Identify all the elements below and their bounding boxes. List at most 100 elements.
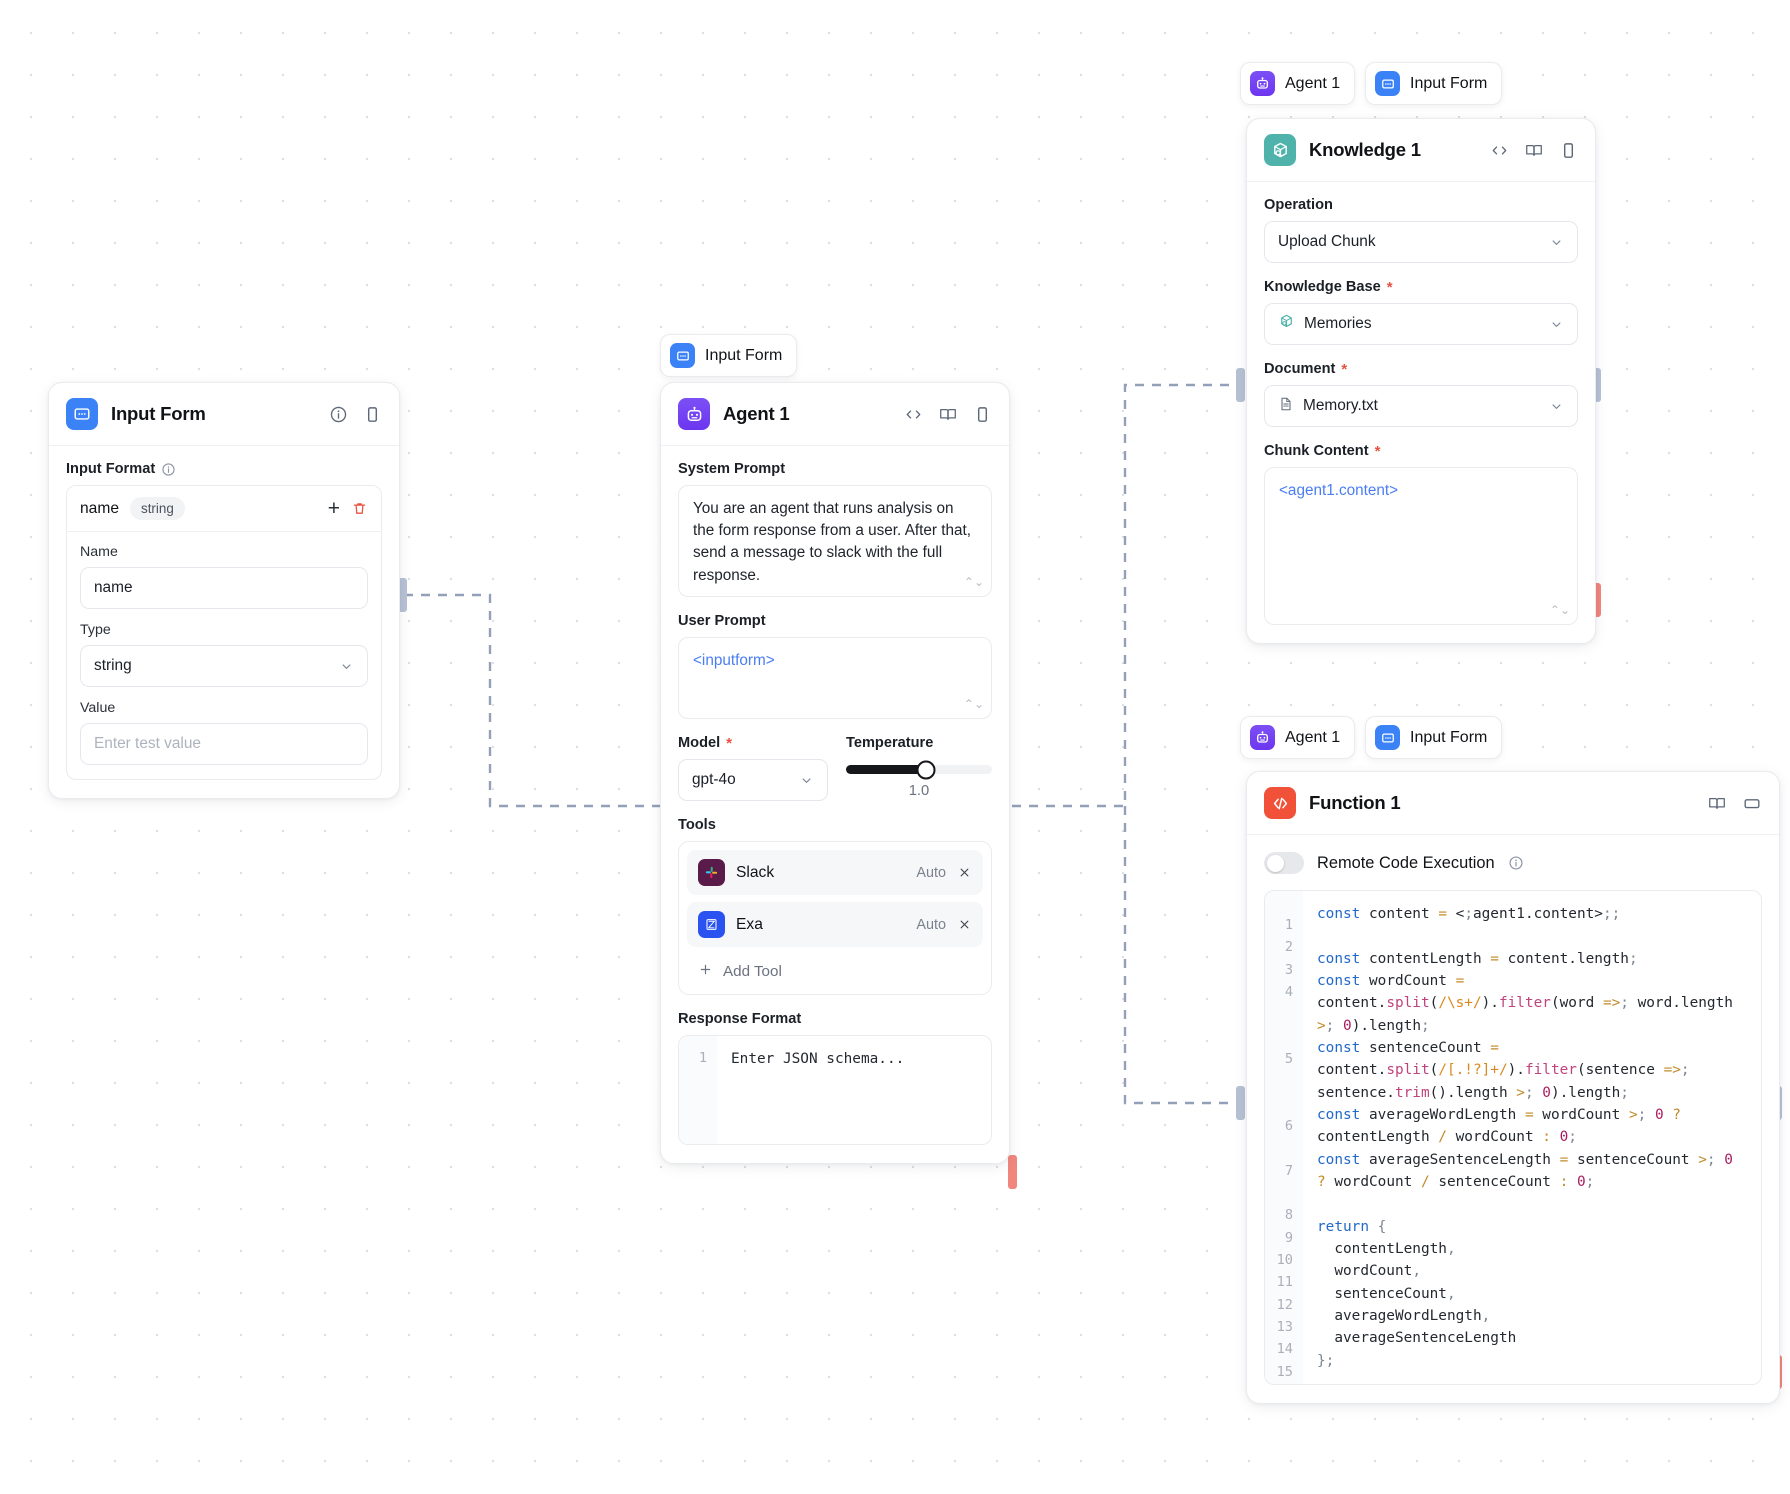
chip-agent-inputform[interactable]: Input Form: [660, 334, 798, 377]
port-inputform-out[interactable]: [398, 578, 407, 612]
add-tool-label: Add Tool: [723, 963, 782, 980]
code-line: const averageSentenceLength = sentenceCo…: [1317, 1151, 1733, 1190]
port-function-in[interactable]: [1236, 1086, 1245, 1120]
edge-agent-knowledge: [1012, 383, 1240, 808]
function-code-content[interactable]: const content = <;agent1.content>;; cons…: [1303, 891, 1761, 1384]
chip-function-inputform[interactable]: Input Form: [1365, 716, 1503, 759]
line-number: 14: [1276, 1341, 1293, 1358]
line-number: 8: [1284, 1207, 1293, 1224]
agent-title: Agent 1: [723, 403, 790, 424]
chip-label: Input Form: [1410, 728, 1488, 746]
slack-icon: [698, 859, 725, 886]
line-number: 2: [1284, 939, 1293, 956]
model-select[interactable]: gpt-4o: [678, 759, 828, 801]
close-icon[interactable]: [957, 865, 972, 880]
knowledge-header[interactable]: Knowledge 1: [1247, 119, 1595, 182]
entry-name: name: [80, 499, 120, 517]
node-knowledge[interactable]: Knowledge 1 Operation Upload Chunk: [1246, 118, 1596, 644]
chip-knowledge-inputform[interactable]: Input Form: [1365, 62, 1503, 105]
robot-icon: [1250, 71, 1275, 96]
operation-select[interactable]: Upload Chunk: [1264, 221, 1578, 263]
book-icon[interactable]: [1707, 794, 1727, 813]
resize-handle-icon[interactable]: ⌃⌄: [963, 574, 984, 589]
tool-mode[interactable]: Auto: [916, 864, 946, 881]
port-knowledge-in[interactable]: [1236, 368, 1245, 402]
chip-knowledge-agent1[interactable]: Agent 1: [1240, 62, 1356, 105]
function-header[interactable]: Function 1: [1247, 772, 1779, 835]
node-function[interactable]: Function 1 Remote Code Execution: [1246, 771, 1780, 1404]
book-icon[interactable]: [1524, 141, 1544, 160]
port-knowledge-out[interactable]: [1592, 583, 1601, 617]
model-field: Model* gpt-4o: [678, 735, 828, 801]
resize-handle-icon[interactable]: ⌃⌄: [963, 696, 984, 711]
line-number: 9: [1284, 1229, 1293, 1246]
model-label: Model*: [678, 734, 733, 752]
form-icon: [670, 343, 695, 368]
code-line: averageWordLength,: [1317, 1307, 1491, 1324]
port-agent-out[interactable]: [1008, 1155, 1017, 1189]
chip-function-agent1[interactable]: Agent 1: [1240, 716, 1356, 759]
knowledge-base-select[interactable]: Memories: [1264, 303, 1578, 345]
document-select[interactable]: Memory.txt: [1264, 385, 1578, 427]
resize-handle-icon[interactable]: ⌃⌄: [1549, 602, 1570, 617]
line-number: 6: [1284, 1117, 1293, 1134]
temperature-value: 1.0: [908, 783, 930, 799]
panel-icon[interactable]: [1559, 141, 1578, 160]
code-icon[interactable]: [1490, 141, 1509, 160]
remote-execution-label: Remote Code Execution: [1317, 853, 1495, 872]
add-field-button[interactable]: +: [327, 497, 340, 520]
code-line: sentenceCount,: [1317, 1285, 1456, 1302]
tool-exa[interactable]: Exa Auto: [687, 902, 983, 947]
port-knowledge-right[interactable]: [1592, 368, 1601, 402]
response-format-editor[interactable]: 1 Enter JSON schema...: [678, 1035, 992, 1145]
model-select-value: gpt-4o: [692, 771, 736, 788]
agent-body: System Prompt You are an agent that runs…: [661, 446, 1009, 1163]
tool-mode[interactable]: Auto: [916, 916, 946, 933]
panel-icon[interactable]: [973, 405, 992, 424]
tool-name: Exa: [736, 915, 763, 933]
tool-slack[interactable]: Slack Auto: [687, 850, 983, 895]
knowledge-icon: [1264, 134, 1296, 166]
info-icon[interactable]: [1508, 855, 1524, 871]
add-tool-button[interactable]: Add Tool: [687, 954, 983, 986]
code-line: const content = <;agent1.content>;;: [1317, 906, 1621, 922]
line-number: 3: [1284, 961, 1293, 978]
remote-execution-toggle[interactable]: [1264, 852, 1304, 874]
temperature-slider-thumb[interactable]: [916, 760, 936, 779]
close-icon[interactable]: [957, 917, 972, 932]
code-icon[interactable]: [904, 405, 923, 424]
input-form-header[interactable]: Input Form: [49, 383, 399, 446]
line-number: 7: [1284, 1162, 1293, 1179]
knowledge-small-icon: [1278, 313, 1295, 335]
agent-header[interactable]: Agent 1: [661, 383, 1009, 446]
node-agent[interactable]: Agent 1 System Prompt You are an agent t…: [660, 382, 1010, 1164]
node-input-form[interactable]: Input Form Input Format name s: [48, 382, 400, 799]
line-number: 11: [1276, 1274, 1293, 1291]
type-select[interactable]: string: [80, 645, 368, 687]
status-badge: string: [130, 497, 185, 520]
temperature-slider[interactable]: [846, 760, 992, 779]
system-prompt-textarea[interactable]: You are an agent that runs analysis on t…: [678, 485, 992, 597]
input-format-entry-header[interactable]: name string +: [67, 486, 381, 531]
chevron-down-icon: [1549, 235, 1564, 250]
panel-icon[interactable]: [363, 405, 382, 424]
knowledge-base-value: Memories: [1304, 315, 1372, 332]
delete-field-button[interactable]: [351, 500, 368, 517]
system-prompt-label: System Prompt: [678, 461, 786, 477]
line-numbers: 1: [679, 1036, 717, 1144]
user-prompt-textarea[interactable]: <inputform> ⌃⌄: [678, 637, 992, 719]
function-title: Function 1: [1309, 792, 1401, 813]
code-line: [1317, 1193, 1749, 1215]
window-icon[interactable]: [1742, 794, 1762, 813]
form-icon: [1375, 71, 1400, 96]
response-format-label: Response Format: [678, 1011, 802, 1027]
name-input[interactable]: name: [80, 567, 368, 609]
chunk-content-textarea[interactable]: <agent1.content> ⌃⌄: [1264, 467, 1578, 625]
info-icon[interactable]: [329, 405, 348, 424]
code-line: averageSentenceLength: [1317, 1330, 1517, 1347]
info-icon[interactable]: [161, 462, 176, 477]
book-icon[interactable]: [938, 405, 958, 424]
value-input[interactable]: Enter test value: [80, 723, 368, 765]
